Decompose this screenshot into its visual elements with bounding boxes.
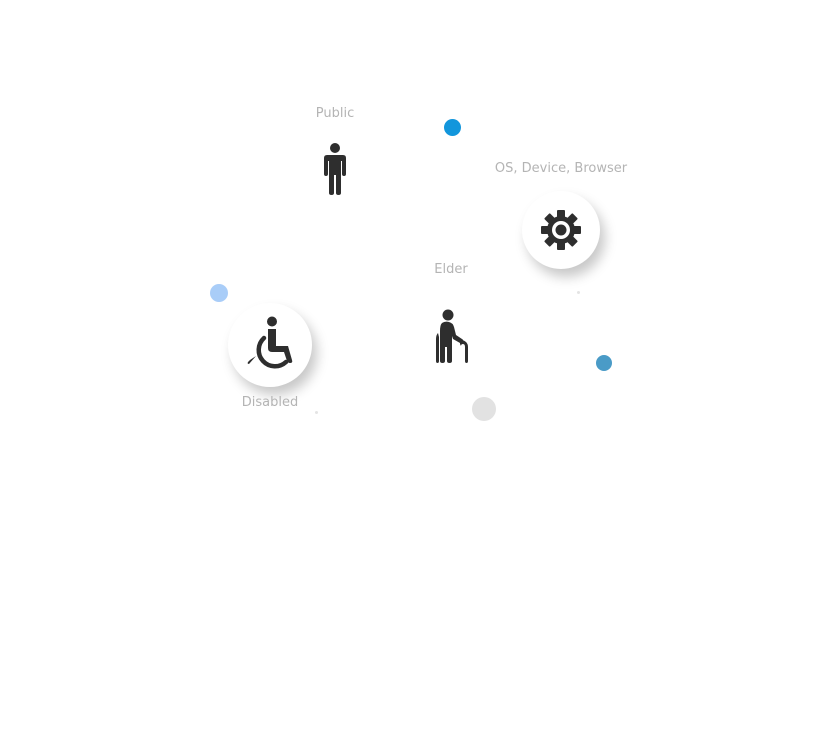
- light-blue-dot: [210, 284, 228, 302]
- disabled-label: Disabled: [241, 395, 299, 410]
- tiny-dot: [315, 411, 318, 414]
- blue-dot: [444, 119, 461, 136]
- wheelchair-icon: [247, 316, 293, 369]
- os-device-browser-label: OS, Device, Browser: [494, 161, 628, 176]
- elderly-person-icon: [436, 309, 468, 363]
- grey-dot: [472, 397, 496, 421]
- public-label: Public: [315, 106, 355, 121]
- gear-icon: [541, 210, 581, 250]
- os-device-browser-badge: [522, 191, 600, 269]
- elder-label: Elder: [434, 262, 468, 277]
- teal-dot: [596, 355, 612, 371]
- disabled-badge: [228, 303, 312, 387]
- person-icon: [324, 143, 346, 195]
- tiny-dot: [577, 291, 580, 294]
